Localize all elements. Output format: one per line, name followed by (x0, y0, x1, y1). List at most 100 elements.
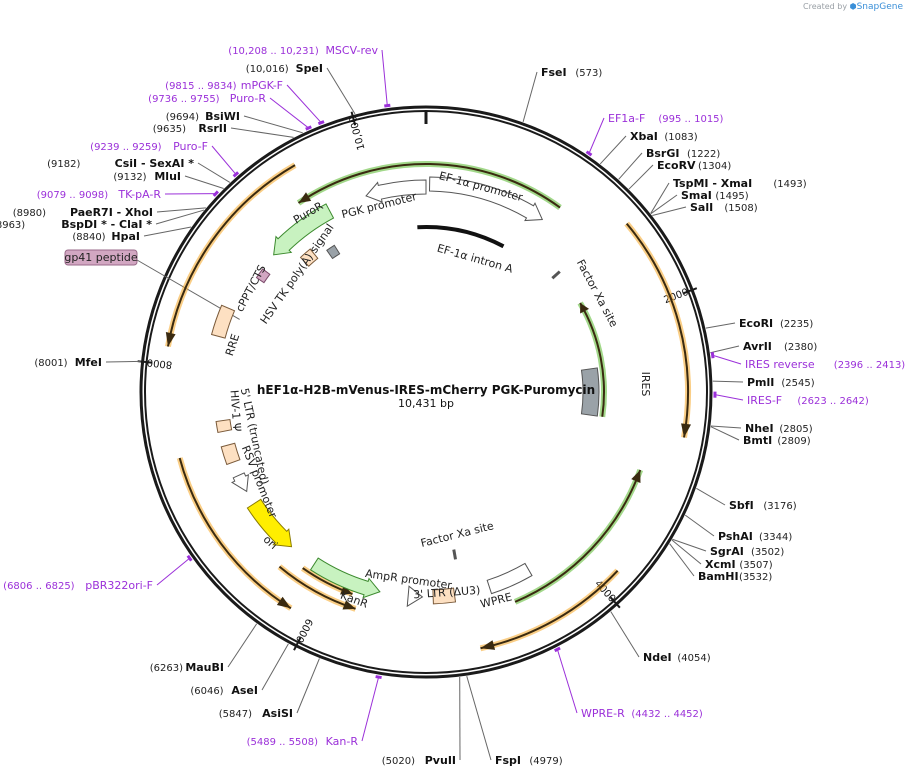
leader-line (296, 658, 320, 714)
ltr3-label: 3' LTR (ΔU3) (413, 584, 481, 602)
leader-line (712, 380, 744, 383)
ef1a-promoter-arrow (428, 176, 544, 222)
green-arc-right-2-halo (513, 468, 644, 605)
leader-line (522, 71, 538, 123)
cppt-box (299, 248, 319, 267)
enzyme-position: (8963) (0, 220, 25, 231)
enzyme-name: AvrII (743, 340, 772, 353)
enzyme-position: (1222) (687, 149, 720, 160)
enzyme-name: AsiSI (262, 707, 293, 720)
enzyme-site: HpaI(8840) (72, 230, 140, 243)
enzyme-site: MauBI(6263) (150, 661, 224, 674)
enzyme-position: (2235) (780, 319, 813, 330)
leader-line (184, 175, 224, 189)
primer-name: pBR322ori-F (85, 579, 153, 592)
primer-marker (384, 103, 391, 108)
enzyme-position: (2545) (781, 378, 814, 389)
enzyme-name: MauBI (185, 661, 224, 674)
green-arc-right-2-arrowhead (631, 469, 641, 484)
rre-box (210, 304, 236, 339)
leader-line (650, 194, 678, 215)
enzyme-name: RsrII (198, 122, 227, 135)
leader-line (211, 145, 237, 175)
enzyme-position: (3502) (751, 547, 784, 558)
leader-line (243, 115, 303, 134)
enzyme-name: XbaI (630, 130, 658, 143)
enzyme-position: (4979) (529, 756, 562, 767)
plasmid-name: hEF1α-H2B-mVenus-IRES-mCherry PGK-Puromy… (257, 383, 595, 397)
rsv-promoter-arrow (230, 472, 249, 493)
enzyme-site: FspI (4979) (495, 754, 563, 767)
backbone-outer (139, 105, 713, 679)
leader-line (556, 649, 578, 714)
leader-line (712, 354, 742, 365)
green-arc-right-2 (514, 469, 642, 603)
ampr-promoter-arrow (406, 585, 424, 608)
primer-site: mPGK-F(9815 .. 9834) (165, 79, 283, 92)
kanr-arrow (309, 557, 381, 599)
enzyme-position: (9182) (47, 159, 80, 170)
enzyme-name: AseI (231, 684, 258, 697)
primer-range: (2623 .. 2642) (797, 396, 869, 407)
orf-lower-2-arrowhead (342, 600, 356, 610)
primer-site: MSCV-rev(10,208 .. 10,231) (228, 44, 378, 57)
leader-line (197, 162, 231, 183)
tick-mark (293, 637, 302, 651)
ltr5-box (220, 442, 241, 466)
primer-marker (212, 190, 219, 197)
ires-label: IRES (639, 372, 652, 397)
enzyme-site: PmlI(2545) (747, 376, 815, 389)
enzyme-name: FspI (495, 754, 521, 767)
enzyme-position: (8980) (13, 208, 46, 219)
leader-line (156, 207, 206, 213)
enzyme-position: (9132) (113, 172, 146, 183)
primer-range: (9736 .. 9755) (148, 94, 220, 105)
enzyme-name: SmaI (681, 189, 712, 202)
primer-site: Puro-R(9736 .. 9755) (148, 92, 266, 105)
enzyme-position: (1304) (698, 161, 731, 172)
tick-mark (683, 287, 698, 295)
hsv-tk-box (326, 244, 341, 260)
primer-range: (2396 .. 2413) (834, 360, 906, 371)
leader-line (381, 49, 388, 106)
primer-site: IRES reverse(2396 .. 2413) (745, 358, 905, 371)
enzyme-site: AseI(6046) (190, 684, 258, 697)
enzyme-site: TspMI - XmaI(1493) (673, 177, 807, 190)
leader-line (227, 623, 258, 668)
enzyme-site: BsrGI(1222) (646, 147, 720, 160)
leader-line (696, 487, 726, 506)
leader-line (650, 182, 670, 214)
enzyme-position: (1508) (724, 203, 757, 214)
leader-line (155, 209, 205, 225)
enzyme-name: EcoRI (739, 317, 773, 330)
leader-line (588, 117, 605, 154)
enzyme-site: RsrII(9635) (153, 122, 227, 135)
ori-arrow (246, 498, 293, 548)
primer-range: (6806 .. 6825) (3, 581, 75, 592)
primer-marker (317, 120, 325, 126)
primer-marker (305, 125, 312, 131)
primer-marker (375, 675, 382, 680)
kanr-orf-outer (178, 457, 292, 610)
enzyme-name: BmtI (743, 434, 772, 447)
h2b-mvenus-orf (625, 222, 689, 438)
enzyme-name: PvuII (425, 754, 456, 767)
leader-line (628, 164, 654, 190)
leader-line (714, 394, 744, 401)
enzyme-site: PvuII(5020) (382, 754, 456, 767)
snapgene-branding: Created by ⬢SnapGene (803, 2, 903, 12)
leader-line (610, 611, 640, 658)
enzyme-site: SgrAI(3502) (710, 545, 784, 558)
primer-range: (5489 .. 5508) (247, 737, 319, 748)
enzyme-site: EcoRV(1304) (657, 159, 731, 172)
gp41-label-box (64, 249, 138, 266)
leader-line (466, 675, 492, 761)
primer-range: (995 .. 1015) (658, 114, 723, 125)
primer-name: MSCV-rev (325, 44, 378, 57)
enzyme-position: (8840) (72, 232, 105, 243)
tick-label: 10,000 (348, 115, 368, 152)
leader-line (261, 643, 289, 691)
enzyme-site: SalI(1508) (690, 201, 758, 214)
primer-range: (9239 .. 9259) (90, 142, 162, 153)
enzyme-name: TspMI - XmaI (673, 177, 752, 190)
